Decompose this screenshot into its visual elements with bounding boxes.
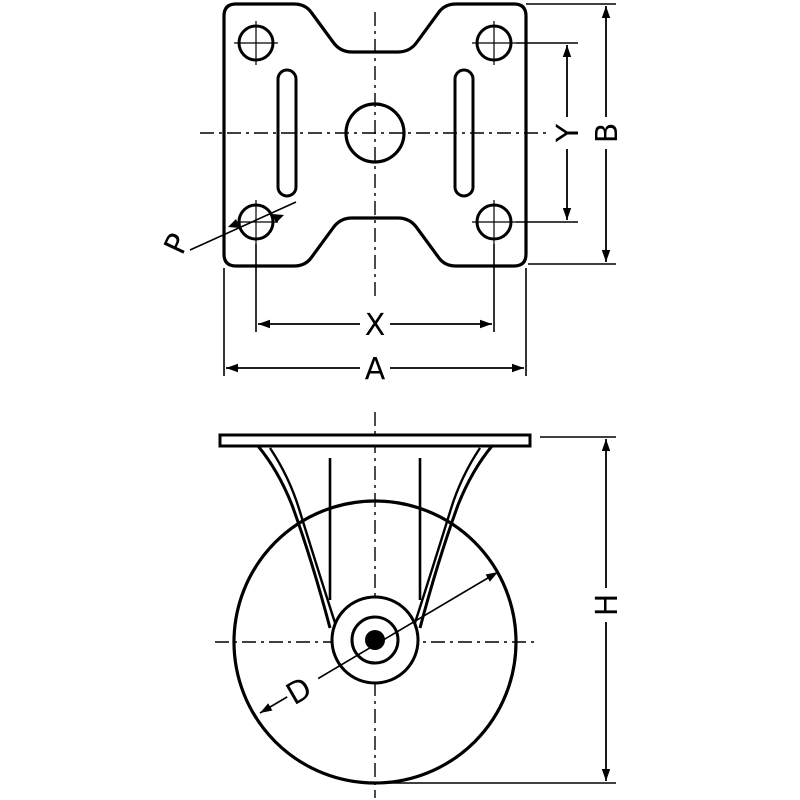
- label-h: H: [590, 594, 625, 617]
- bracket-left-outer: [256, 445, 332, 629]
- mounting-plate-outline: [222, 2, 528, 268]
- slot-right: [453, 68, 475, 198]
- slot-left: [276, 68, 298, 198]
- label-b: B: [590, 123, 625, 144]
- label-x: X: [365, 308, 386, 343]
- p-leader-line: [189, 201, 297, 251]
- hole-center-marks: [234, 21, 516, 244]
- label-p: P: [158, 228, 197, 259]
- label-y: Y: [551, 123, 586, 143]
- label-a: A: [365, 352, 386, 387]
- wheel: [232, 499, 518, 785]
- p-leader-arrow-2: [272, 214, 284, 223]
- p-leader-arrow: [228, 219, 240, 228]
- bracket-right-outer: [418, 445, 494, 629]
- top-view: X A Y B P: [158, 2, 625, 387]
- center-hole: [344, 102, 406, 164]
- side-view: D H: [215, 412, 625, 798]
- plate-flange: [218, 433, 532, 448]
